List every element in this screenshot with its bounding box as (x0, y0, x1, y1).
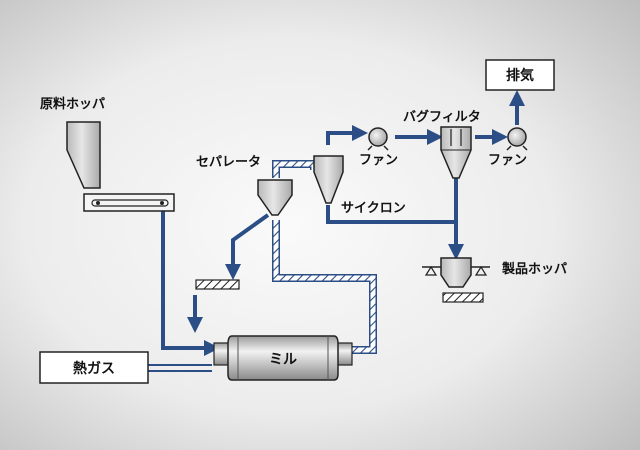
hot-gas-box (39, 351, 149, 384)
belt-feeder (83, 193, 175, 212)
fan-2 (506, 127, 528, 151)
blue-pipes (161, 90, 525, 356)
cyclone (313, 155, 344, 204)
exhaust-box (485, 59, 555, 91)
mill (213, 335, 353, 381)
raw-hopper-label: 原料ホッパ (40, 96, 105, 112)
product-hopper (422, 257, 490, 303)
fan-1 (367, 127, 389, 151)
hot-gas-pipe (148, 364, 212, 372)
raw-hopper (66, 121, 101, 189)
exhaust-label: 排気 (506, 67, 534, 84)
mill-label: ミル (269, 352, 297, 368)
separator (257, 179, 293, 216)
bag-filter (440, 126, 472, 179)
cyclone-label: サイクロン (341, 201, 406, 216)
bag-filter-label: バグフィルタ (403, 109, 481, 125)
separator-label: セパレータ (196, 155, 261, 170)
fan-2-label: ファン (488, 153, 527, 168)
hot-gas-label: 熱ガス (73, 360, 115, 377)
product-hopper-label: 製品ホッパ (501, 261, 567, 277)
return-pipe-hatched (272, 160, 377, 354)
reject-conveyor (195, 279, 240, 290)
fan-1-label: ファン (359, 153, 398, 168)
